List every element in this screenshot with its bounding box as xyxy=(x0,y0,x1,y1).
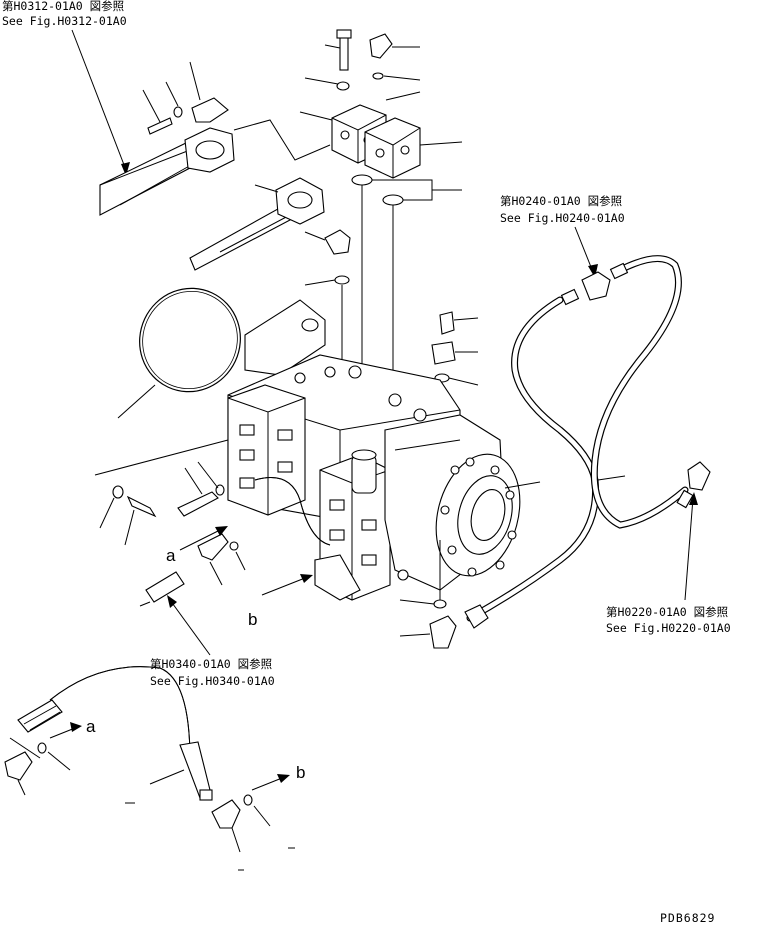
ref-arrows xyxy=(71,29,698,656)
label-b-detail: b xyxy=(296,763,305,782)
ref-top-left-en: See Fig.H0312-01A0 xyxy=(2,14,127,28)
lower-left-detail xyxy=(4,666,295,871)
upper-left-pipe-assembly xyxy=(99,61,331,271)
ref-right-low-jp: 第H0220-01A0 図参照 xyxy=(606,605,728,619)
ref-right-low: 第H0220-01A0 図参照 See Fig.H0220-01A0 xyxy=(606,605,731,635)
ref-right-mid-en: See Fig.H0240-01A0 xyxy=(500,211,625,225)
top-valve-blocks xyxy=(299,29,463,392)
ref-right-mid-jp: 第H0240-01A0 図参照 xyxy=(500,194,622,208)
pump-top-fittings xyxy=(304,229,479,386)
drawing-code: PDB6829 xyxy=(660,911,715,925)
ref-top-left: 第H0312-01A0 図参照 See Fig.H0312-01A0 xyxy=(2,0,127,28)
ref-center-low-en: See Fig.H0340-01A0 xyxy=(150,674,275,688)
left-side-fittings xyxy=(94,439,313,607)
label-a-detail: a xyxy=(86,717,96,736)
right-hose-assembly xyxy=(399,255,711,649)
ref-right-mid: 第H0240-01A0 図参照 See Fig.H0240-01A0 xyxy=(500,194,625,225)
large-o-ring xyxy=(117,287,241,419)
main-pump xyxy=(227,299,541,601)
ref-center-low: 第H0340-01A0 図参照 See Fig.H0340-01A0 xyxy=(150,657,275,688)
ref-center-low-jp: 第H0340-01A0 図参照 xyxy=(150,657,272,671)
label-b-main: b xyxy=(248,610,257,629)
ref-right-low-en: See Fig.H0220-01A0 xyxy=(606,621,731,635)
label-a-main: a xyxy=(166,546,176,565)
ref-top-left-jp: 第H0312-01A0 図参照 xyxy=(2,0,124,13)
